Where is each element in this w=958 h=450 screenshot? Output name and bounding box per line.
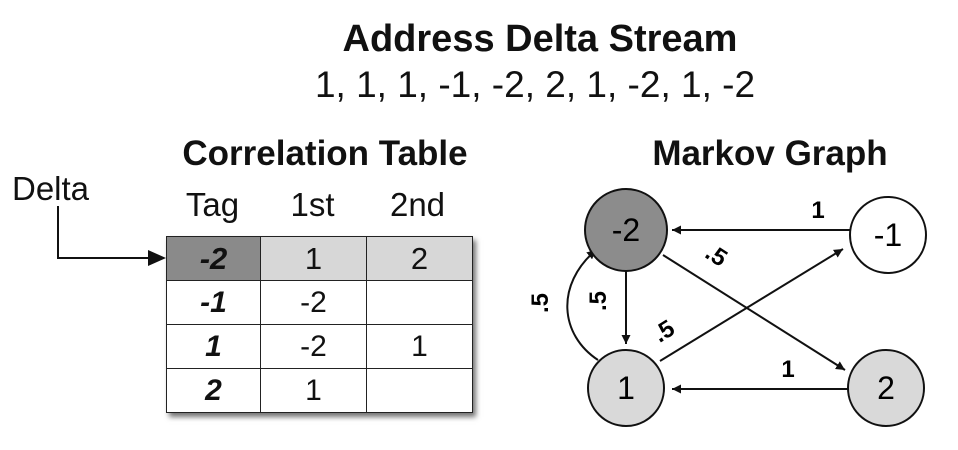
first-successor-cell: -2 [261, 325, 367, 369]
first-successor-cell: -2 [261, 281, 367, 325]
second-successor-cell: 1 [367, 325, 473, 369]
edge-label-minus1-to-minus2: 1 [811, 197, 824, 224]
correlation-table: -2 1 2 -1 -2 1 -2 1 2 1 [166, 236, 473, 413]
edge-minus2-to-2 [662, 254, 846, 371]
node-minus2: -2 [584, 188, 668, 272]
node-2: 2 [847, 349, 925, 427]
edge-label-1-to-minus2: .5 [527, 293, 554, 313]
table-row: -1 -2 [166, 281, 473, 325]
table-row: 2 1 [166, 369, 473, 413]
node-minus1: -1 [849, 196, 927, 274]
delta-label: Delta [12, 170, 90, 207]
column-header-2nd: 2nd [389, 186, 446, 223]
tag-cell: 1 [166, 325, 261, 369]
node-minus2-label: -2 [612, 212, 640, 248]
node-1: 1 [587, 349, 665, 427]
edge-1-to-minus1 [659, 248, 844, 362]
second-successor-cell [367, 281, 473, 325]
edge-1-to-minus2 [566, 249, 599, 361]
stream-values: 1, 1, 1, -1, -2, 2, 1, -2, 1, -2 [314, 64, 756, 105]
table-row: -2 1 2 [166, 236, 473, 281]
table-row: 1 -2 1 [166, 325, 473, 369]
edge-label-1-to-minus1: .5 [648, 315, 679, 349]
edge-label-minus2-to-2: .5 [700, 239, 731, 273]
tag-cell: 2 [166, 369, 261, 413]
first-successor-cell: 1 [261, 369, 367, 413]
first-successor-cell: 1 [261, 236, 367, 281]
correlation-table-title: Correlation Table [182, 134, 468, 173]
markov-graph-title: Markov Graph [652, 134, 888, 173]
node-minus1-circle [849, 196, 927, 274]
node-minus2-circle [584, 188, 668, 272]
stream-title: Address Delta Stream [342, 18, 738, 60]
node-minus1-label: -1 [874, 217, 902, 253]
node-1-label: 1 [617, 370, 635, 406]
node-2-circle [847, 349, 925, 427]
node-1-circle [587, 349, 665, 427]
column-header-tag: Tag [185, 186, 240, 223]
second-successor-cell [367, 369, 473, 413]
second-successor-cell: 2 [367, 236, 473, 281]
tag-cell: -2 [166, 236, 261, 281]
node-2-label: 2 [877, 370, 895, 406]
tag-cell: -1 [166, 281, 261, 325]
edge-label-2-to-1: 1 [781, 356, 794, 383]
edge-label-minus2-to-1: .5 [585, 291, 612, 311]
column-header-1st: 1st [290, 186, 335, 223]
